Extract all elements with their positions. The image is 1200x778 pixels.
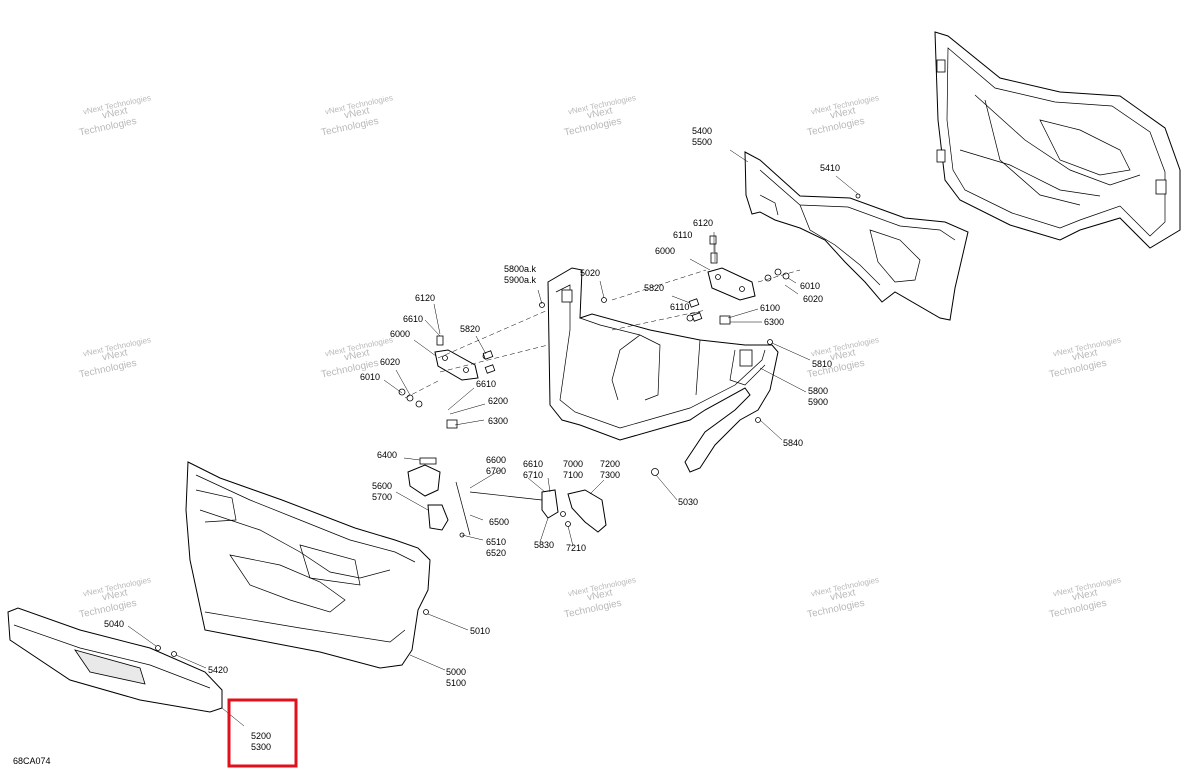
callout-6110-mid-line-0: 6110: [670, 302, 689, 312]
callout-6510-6520-line-0: 6510: [486, 537, 506, 547]
watermark-text-vnext: vNext: [586, 105, 614, 121]
diagram-code: 68CA074: [13, 756, 51, 766]
callout-6020-upper-line-0: 6020: [803, 294, 823, 304]
callout-5820-lower-line-0: 5820: [460, 324, 480, 334]
callout-6100-line-0: 6100: [760, 303, 780, 313]
callout-5400-5500-line-1: 5500: [692, 137, 712, 147]
callout-6600-6700-line-1: 6700: [486, 466, 506, 476]
callout-5840-line-0: 5840: [783, 438, 803, 448]
callout-5820-upper-line-0: 5820: [644, 283, 664, 293]
callout-5410-line-0: 5410: [820, 163, 840, 173]
callout-6300-upper-line-0: 6300: [764, 317, 784, 327]
callout-6610-6710-line-0: 6610: [523, 459, 543, 469]
watermark-text-vnext: vNext: [586, 587, 614, 603]
callout-5800ak-5900ak-line-1: 5900a.k: [504, 275, 537, 285]
watermark-text-vnext: vNext: [1071, 587, 1099, 603]
callout-5010-line-0: 5010: [470, 626, 490, 636]
callout-5030-line-0: 5030: [678, 497, 698, 507]
callout-6000-upper-line-0: 6000: [655, 246, 675, 256]
assembly-dash-lines: [404, 269, 801, 399]
callout-6200-line-0: 6200: [488, 396, 508, 406]
callout-5830-line-0: 5830: [534, 540, 554, 550]
callout-6610-upper-line-0: 6610: [403, 314, 423, 324]
callout-5600-5700-line-0: 5600: [372, 481, 392, 491]
hinge-upper: [686, 235, 790, 325]
callout-5420-line-0: 5420: [208, 665, 228, 675]
callout-6500-line-0: 6500: [489, 517, 509, 527]
callout-5020-line-0: 5020: [580, 268, 600, 278]
watermark-text-vnext: vNext: [101, 105, 129, 121]
callout-5040-line-0: 5040: [104, 619, 124, 629]
callout-5000-5100-line-1: 5100: [446, 678, 466, 688]
callout-7200-7300-line-0: 7200: [600, 459, 620, 469]
callout-6300-lower-line-0: 6300: [488, 416, 508, 426]
callout-6020-lower-line-0: 6020: [380, 357, 400, 367]
door-panel-inner-lower: [185, 461, 431, 669]
callout-6120-lower-line-0: 6120: [415, 293, 435, 303]
callout-6610-mid-line-0: 6610: [476, 379, 496, 389]
watermark-text-vnext: vNext: [101, 587, 129, 603]
watermark-text-vnext: vNext: [829, 105, 857, 121]
callout-7000-7100-line-1: 7100: [563, 470, 583, 480]
callout-6110-upper-line-0: 6110: [673, 230, 692, 240]
callout-6600-6700-line-0: 6600: [486, 455, 506, 465]
watermark-text-vnext: vNext: [829, 587, 857, 603]
callout-5800ak-5900ak-line-0: 5800a.k: [504, 264, 537, 274]
door-frame-outer-assembly: [934, 31, 1181, 249]
callout-6000-lower-line-0: 6000: [390, 329, 410, 339]
callout-6120-upper-line-0: 6120: [693, 218, 713, 228]
highlight-box: [227, 698, 298, 768]
callout-6510-6520-line-1: 6520: [486, 548, 506, 558]
callout-5810-line-0: 5810: [812, 359, 832, 369]
callout-7000-7100-line-0: 7000: [563, 459, 583, 469]
watermark-text-vnext: vNext: [101, 347, 129, 363]
callout-6400-line-0: 6400: [377, 450, 397, 460]
callout-5600-5700-line-1: 5700: [372, 492, 392, 502]
leader-lines: [127, 149, 859, 727]
callout-5200-5300-line-1: 5300: [251, 742, 271, 752]
callout-6610-6710-line-1: 6710: [523, 470, 543, 480]
watermark-text-vnext: vNext: [829, 347, 857, 363]
callout-5800-5900-line-1: 5900: [808, 397, 828, 407]
door-frame-tube: [547, 267, 779, 473]
watermark-text-vnext: vNext: [343, 347, 371, 363]
callout-7210-line-0: 7210: [566, 543, 586, 553]
latch-and-handle-hardware: [155, 193, 861, 657]
lower-trim-cover: [7, 607, 223, 713]
callout-5000-5100-line-0: 5000: [446, 667, 466, 677]
callout-5800-5900-line-0: 5800: [808, 386, 828, 396]
watermark-text-vnext: vNext: [343, 105, 371, 121]
hinge-lower: [398, 335, 490, 429]
callout-7200-7300-line-1: 7300: [600, 470, 620, 480]
callout-5400-5500-line-0: 5400: [692, 126, 712, 136]
callout-6010-upper-line-0: 6010: [800, 281, 820, 291]
callout-6010-lower-line-0: 6010: [360, 372, 380, 382]
door-panel-inner-upper: [744, 151, 969, 321]
callout-5200-5300-line-0: 5200: [251, 731, 271, 741]
watermark-text-vnext: vNext: [1071, 347, 1099, 363]
